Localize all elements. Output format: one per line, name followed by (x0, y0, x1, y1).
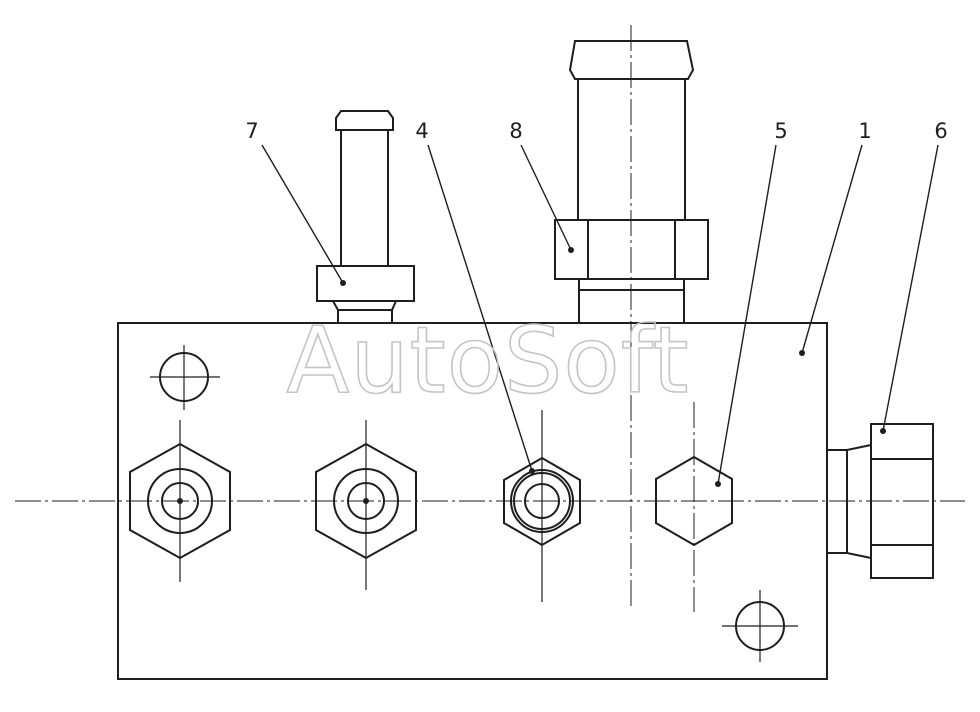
hex-fitting-middle (315, 420, 417, 590)
callout-7: 7 (245, 119, 258, 143)
leader-line-7 (261, 144, 346, 286)
mounting-hole-bottom-right (722, 590, 798, 662)
mounting-hole-top-left (150, 345, 220, 410)
leader-line-6 (880, 144, 939, 434)
watermark-text: AutoSoft (286, 307, 689, 414)
callout-5: 5 (774, 119, 787, 143)
callout-6: 6 (934, 119, 947, 143)
leader-line-1 (799, 144, 863, 356)
callout-4: 4 (415, 119, 428, 143)
hose-barb-fitting-7 (316, 110, 415, 323)
leader-line-8 (520, 144, 574, 253)
callout-8: 8 (509, 119, 522, 143)
hex-fitting-left (129, 420, 231, 582)
side-fitting-6 (826, 423, 934, 579)
hex-plug-part-5 (655, 402, 733, 612)
leader-line-5 (715, 144, 777, 487)
hex-fitting-part-4 (503, 410, 581, 602)
hose-fitting-8 (554, 40, 709, 323)
callout-1: 1 (858, 119, 871, 143)
leader-line-4 (427, 144, 535, 474)
